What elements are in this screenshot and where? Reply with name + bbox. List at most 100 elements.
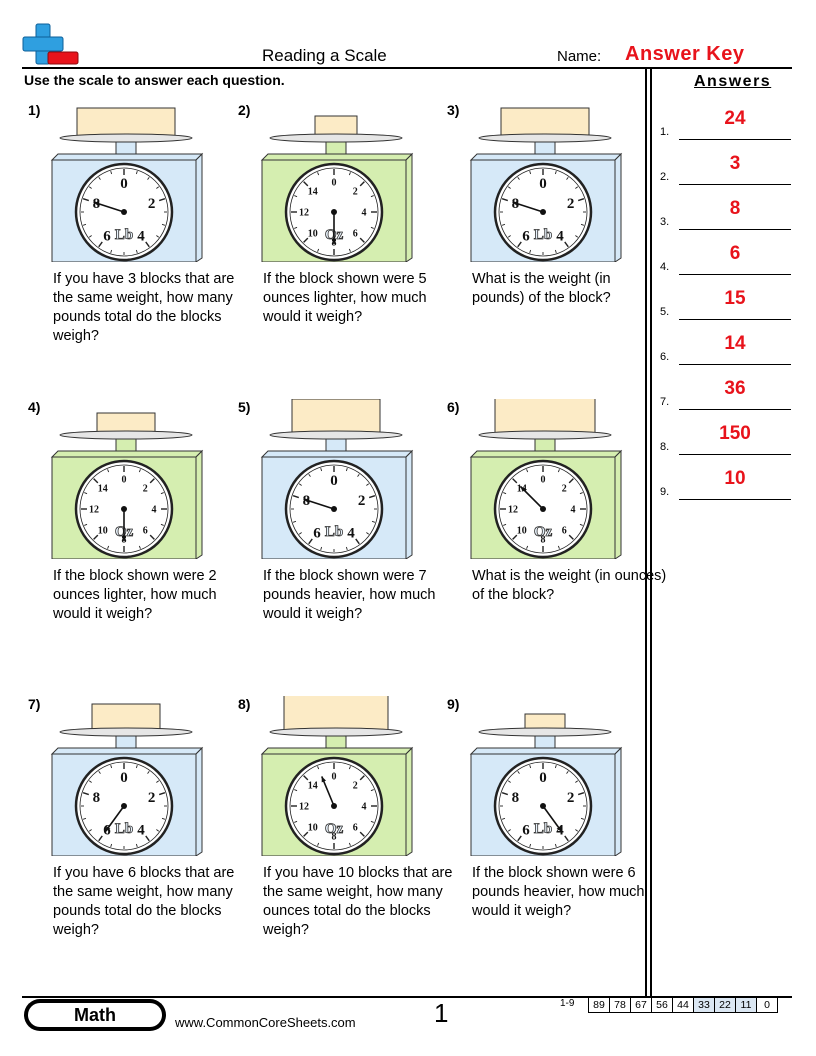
answer-value: 3 bbox=[729, 153, 741, 174]
score-cell: 22 bbox=[714, 997, 736, 1013]
dial-tick bbox=[370, 195, 374, 198]
dial-tick bbox=[370, 789, 374, 792]
dial-tick bbox=[110, 249, 113, 254]
question-number: 3) bbox=[447, 102, 460, 118]
dial-tick bbox=[298, 483, 302, 486]
scale-plate bbox=[478, 133, 612, 143]
dial-number: 2 bbox=[567, 790, 575, 806]
scale-neck bbox=[115, 438, 137, 452]
dial-tick bbox=[345, 467, 348, 472]
dial-tick bbox=[160, 523, 164, 526]
score-cell: 44 bbox=[672, 997, 694, 1013]
dial-inner-ring bbox=[498, 167, 588, 257]
dial-tick bbox=[554, 843, 557, 848]
dial-tick bbox=[507, 186, 511, 189]
dial-tick bbox=[566, 176, 569, 180]
dial-tick bbox=[161, 817, 166, 820]
dial-number: 0 bbox=[332, 772, 337, 783]
dial-tick bbox=[503, 523, 507, 526]
dial-tick bbox=[529, 764, 532, 769]
dial-number: 2 bbox=[562, 483, 567, 494]
subject-badge: Math bbox=[24, 999, 166, 1031]
dial-tick bbox=[320, 546, 323, 551]
dial-tick bbox=[529, 170, 532, 175]
dial-inner-ring bbox=[498, 464, 588, 554]
dial-number: 6 bbox=[313, 525, 321, 541]
dial-tick bbox=[371, 520, 376, 523]
question-text: If you have 3 blocks that are the same w… bbox=[53, 271, 235, 344]
dial-tick bbox=[575, 186, 579, 189]
name-label: Name: bbox=[557, 48, 602, 65]
dial-tick bbox=[370, 820, 374, 823]
answer-line bbox=[679, 409, 791, 410]
dial-unit-label: Oz bbox=[534, 524, 553, 540]
dial-tick bbox=[579, 523, 583, 526]
answer-number: 1. bbox=[660, 126, 670, 138]
dial-tick bbox=[98, 241, 103, 248]
question-text: If the block shown were 5 ounces lighter… bbox=[263, 271, 427, 325]
dial-number: 10 bbox=[517, 526, 527, 537]
dial-number: 12 bbox=[299, 802, 309, 813]
dial-tick bbox=[158, 792, 166, 796]
dial-tick bbox=[503, 492, 507, 495]
dial-tick bbox=[501, 223, 506, 226]
scale-body-side bbox=[614, 152, 622, 262]
dial-tick bbox=[84, 523, 88, 526]
dial-tick bbox=[580, 817, 585, 820]
scale-plate bbox=[269, 133, 403, 143]
dial-number: 4 bbox=[347, 525, 355, 541]
dial-tick bbox=[348, 248, 351, 252]
dial-tick bbox=[294, 789, 298, 792]
dial-tick bbox=[135, 249, 138, 254]
dial-number: 0 bbox=[330, 473, 338, 489]
needle-tip bbox=[303, 498, 310, 504]
dial-inner-ring bbox=[289, 464, 379, 554]
answer-value: 6 bbox=[729, 243, 741, 264]
instructions: Use the scale to answer each question. bbox=[24, 72, 285, 88]
needle-tip bbox=[512, 201, 519, 207]
dial-tick bbox=[93, 478, 99, 484]
answer-value: 8 bbox=[729, 198, 741, 219]
column-divider bbox=[645, 68, 647, 996]
dial-tick bbox=[156, 235, 160, 238]
scale-body-top bbox=[260, 153, 414, 161]
dial-number: 0 bbox=[539, 770, 547, 786]
dial-tick bbox=[529, 249, 532, 254]
answer-value: 10 bbox=[724, 468, 746, 489]
answer-row: 6.14 bbox=[660, 333, 792, 365]
question-number: 8) bbox=[238, 696, 251, 712]
dial-tick bbox=[303, 775, 309, 781]
question-number: 5) bbox=[238, 399, 251, 415]
dial-tick bbox=[517, 770, 520, 774]
dial-inner-ring bbox=[289, 761, 379, 851]
scale-neck bbox=[325, 438, 347, 452]
page-title: Reading a Scale bbox=[262, 46, 387, 65]
score-cell: 67 bbox=[630, 997, 652, 1013]
dial-number: 4 bbox=[137, 822, 145, 838]
subject-badge-label: Math bbox=[28, 1003, 162, 1027]
dial-tick bbox=[303, 237, 309, 243]
dial-tick bbox=[577, 198, 585, 202]
dial-tick bbox=[566, 770, 569, 774]
dial-inner-ring bbox=[498, 761, 588, 851]
answer-line bbox=[679, 184, 791, 185]
score-cell: 78 bbox=[609, 997, 631, 1013]
scale-body-side bbox=[405, 152, 413, 262]
dial-tick bbox=[512, 534, 518, 540]
dial-tick bbox=[517, 835, 522, 842]
dial-tick bbox=[82, 198, 90, 202]
dial-tick bbox=[303, 181, 309, 187]
question-number: 1) bbox=[28, 102, 41, 118]
dial-number: 6 bbox=[522, 822, 530, 838]
dial-number: 4 bbox=[137, 228, 145, 244]
dial-tick bbox=[320, 467, 323, 472]
answer-row: 9.10 bbox=[660, 468, 792, 500]
scale-illustration: 02468Lb bbox=[469, 107, 623, 262]
scale-plate bbox=[59, 133, 193, 143]
dial-tick bbox=[88, 829, 92, 832]
answer-row: 4.6 bbox=[660, 243, 792, 275]
dial-unit-label: Lb bbox=[115, 227, 133, 243]
dial-tick bbox=[568, 478, 574, 484]
scale-plate bbox=[59, 430, 193, 440]
